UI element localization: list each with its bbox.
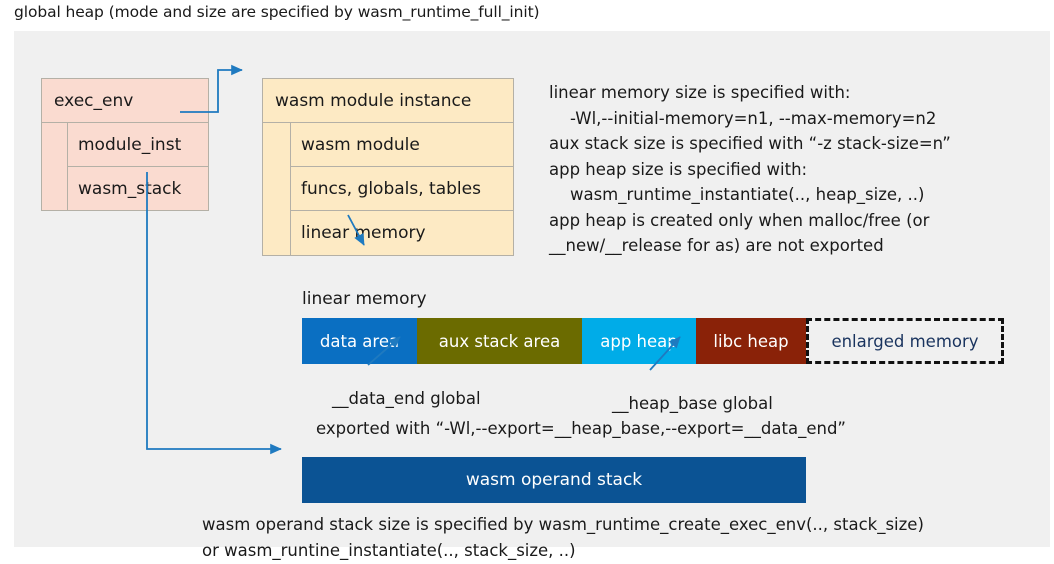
module-row-funcs-globals-tables: funcs, globals, tables (291, 167, 513, 211)
memory-segment-libc-heap: libc heap (696, 318, 806, 364)
global-heap-panel: exec_env module_inst wasm_stack wasm mod… (14, 31, 1050, 560)
operand-stack-notes: wasm operand stack size is specified by … (202, 515, 924, 560)
wasm-module-instance-box: wasm module instance wasm module funcs, … (262, 78, 514, 256)
exec-env-gutter (42, 123, 68, 211)
wasm-module-instance-rows: wasm module funcs, globals, tables linea… (263, 123, 513, 255)
memory-segment-enlarged-memory: enlarged memory (806, 318, 1004, 364)
exec-env-header: exec_env (42, 79, 208, 123)
annotation-exported-with: exported with “-Wl,--export=__heap_base,… (316, 419, 846, 438)
wasm-operand-stack-box: wasm operand stack (302, 457, 806, 503)
exec-env-field-module-inst: module_inst (68, 123, 208, 167)
linear-memory-bar: data area aux stack area app heap libc h… (302, 318, 1004, 364)
wasm-module-instance-gutter (263, 123, 291, 255)
annotation-heap-base-global: __heap_base global (612, 394, 773, 413)
linear-memory-notes: linear memory size is specified with: -W… (549, 83, 951, 255)
memory-segment-app-heap: app heap (582, 318, 696, 364)
linear-memory-bar-label: linear memory (302, 289, 427, 309)
annotation-data-end-global: __data_end global (332, 389, 481, 408)
module-row-wasm-module: wasm module (291, 123, 513, 167)
module-row-linear-memory: linear memory (301, 223, 426, 243)
wasm-module-instance-header: wasm module instance (263, 79, 513, 123)
exec-env-field-wasm-stack: wasm_stack (78, 178, 182, 199)
exec-env-box: exec_env module_inst wasm_stack (41, 78, 209, 211)
memory-segment-aux-stack-area: aux stack area (417, 318, 582, 364)
memory-segment-data-area: data area (302, 318, 417, 364)
exec-env-fields: module_inst wasm_stack (42, 123, 208, 211)
page-title: global heap (mode and size are specified… (14, 3, 540, 21)
